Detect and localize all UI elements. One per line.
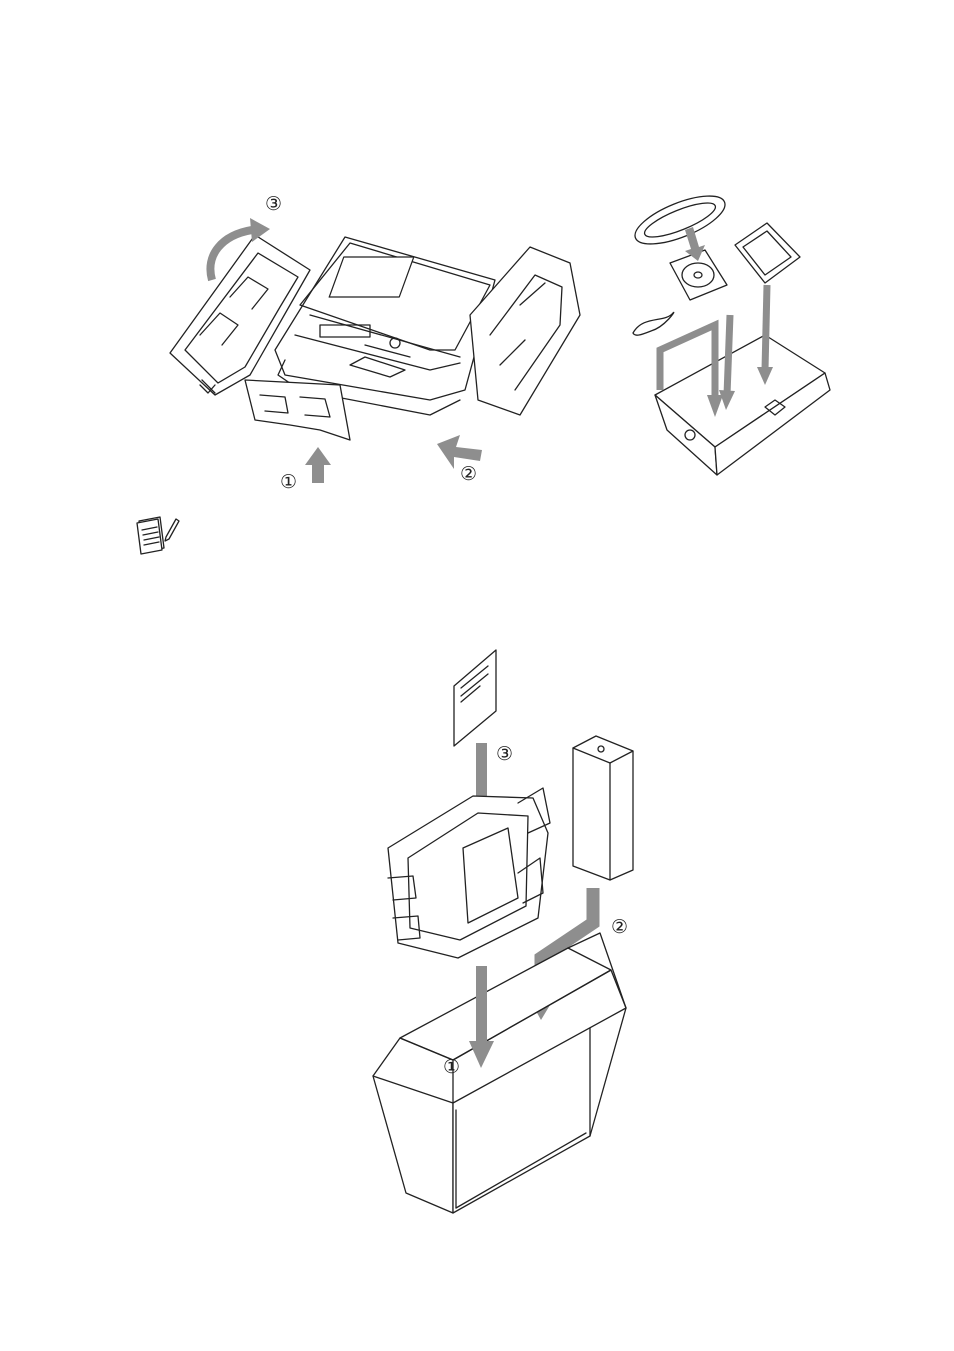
sheet-item	[735, 223, 800, 283]
unpack-machine-figure: ③ ① ②	[160, 185, 600, 495]
step-3-label: ③	[496, 743, 513, 765]
accessory-box	[655, 335, 830, 475]
accessories-box-figure	[625, 185, 835, 485]
step-2-arrow: ②	[437, 435, 482, 485]
bottom-packing-piece	[245, 380, 350, 440]
step-1-arrow: ①	[280, 447, 331, 493]
note-pad-pencil-icon	[136, 515, 180, 555]
step-1-label: ①	[443, 1056, 460, 1078]
cord-item	[633, 312, 674, 335]
step-3-label: ③	[265, 193, 282, 215]
manual-booklet	[454, 650, 496, 746]
step-2-label: ②	[460, 463, 477, 485]
repack-carton-figure: ③ ②	[368, 648, 658, 1218]
step-2-label: ②	[611, 916, 628, 938]
packed-machine	[388, 788, 550, 958]
step-1-label: ①	[280, 471, 297, 493]
shipping-carton	[373, 933, 626, 1213]
right-packing-piece	[470, 247, 580, 415]
accessory-carton	[573, 736, 633, 880]
cover-item	[629, 186, 731, 253]
